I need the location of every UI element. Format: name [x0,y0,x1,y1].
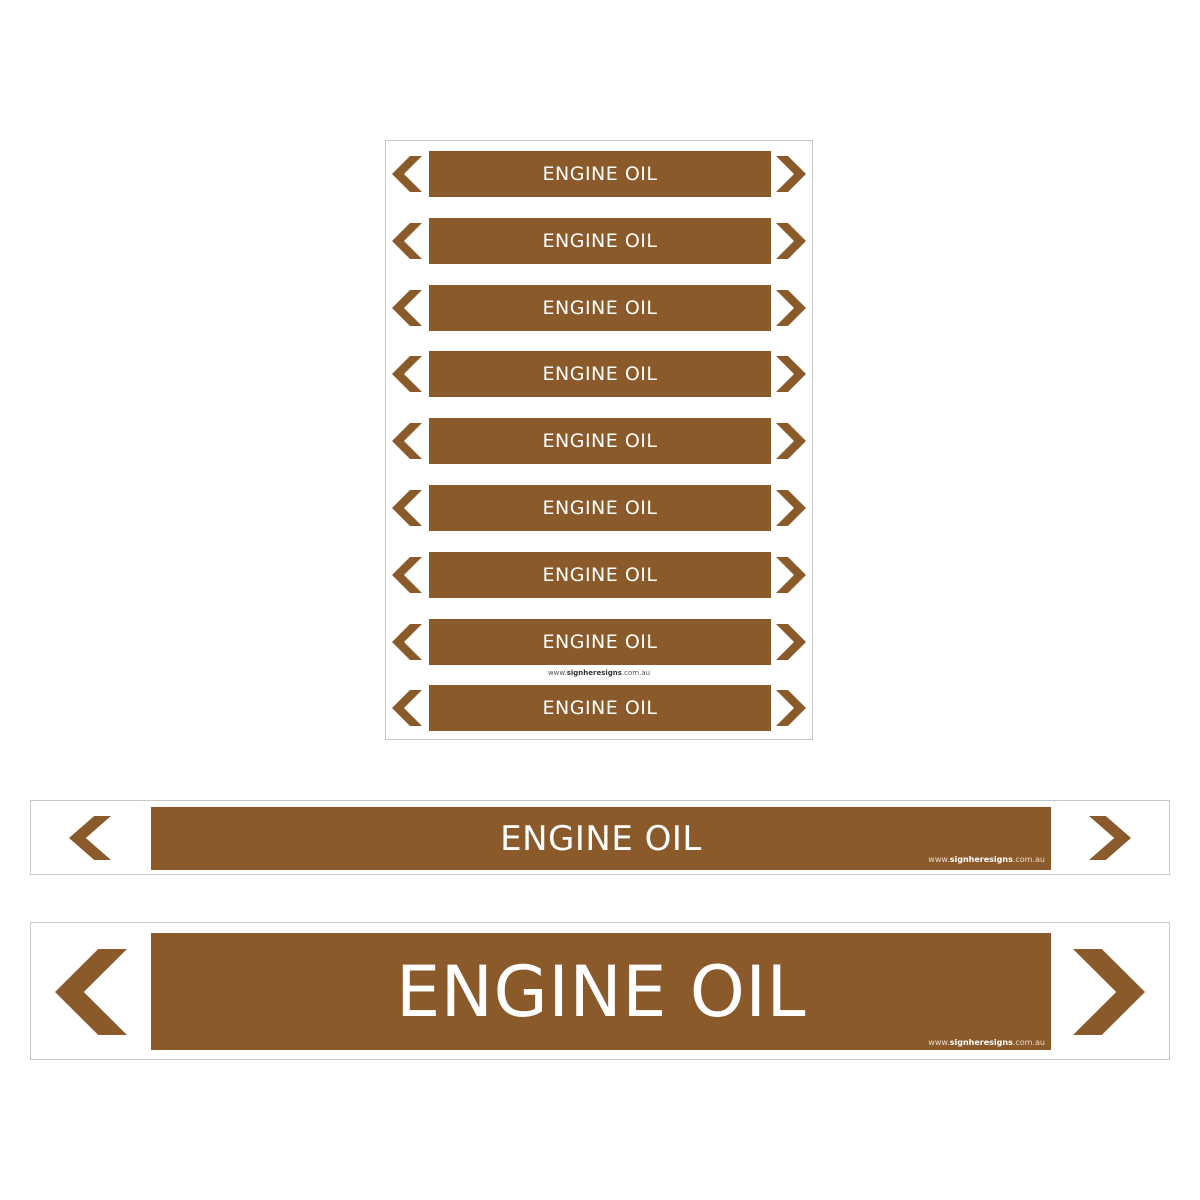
sheet-row-label: ENGINE OIL [429,618,771,665]
chevron-right-icon [776,356,806,393]
sheet-row: ENGINE OIL [386,551,812,598]
sheet-row: ENGINE OIL [386,351,812,398]
chevron-left-icon [392,623,422,660]
chevron-left-icon [392,423,422,460]
chevron-right-icon [776,690,806,727]
pipe-marker-large-url: www.signheresigns.com.au [928,1038,1045,1047]
chevron-right-icon [776,289,806,326]
chevron-right-icon [776,423,806,460]
sheet-website-url: www.signheresigns.com.au [547,669,651,677]
pipe-marker-large: ENGINE OIL www.signheresigns.com.au [30,922,1170,1060]
sheet-row-label: ENGINE OIL [429,351,771,398]
sheet-row-label: ENGINE OIL [429,685,771,732]
chevron-right-icon [776,490,806,526]
chevron-right-icon [776,222,806,259]
chevron-left-icon [55,949,127,1035]
pipe-marker-medium-url: www.signheresigns.com.au [928,855,1045,864]
chevron-left-icon [392,490,422,526]
chevron-right-icon [776,156,806,192]
chevron-left-icon [392,222,422,259]
sheet-row: ENGINE OIL [386,151,812,197]
chevron-left-icon [392,289,422,326]
chevron-right-icon [1089,816,1131,860]
chevron-right-icon [1073,949,1145,1035]
chevron-left-icon [392,356,422,393]
sheet-row-label: ENGINE OIL [429,485,771,531]
sheet-row-label: ENGINE OIL [429,217,771,264]
sheet-row: ENGINE OIL [386,418,812,465]
sheet-row-label: ENGINE OIL [429,418,771,465]
chevron-right-icon [776,623,806,660]
label-sheet: www.signheresigns.com.au ENGINE OIL ENGIN… [385,140,813,740]
sheet-row-label: ENGINE OIL [429,151,771,197]
chevron-left-icon [392,690,422,727]
sheet-row: ENGINE OIL [386,685,812,732]
pipe-marker-medium-label: ENGINE OIL [151,807,1051,870]
chevron-right-icon [776,556,806,593]
sheet-row-label: ENGINE OIL [429,551,771,598]
pipe-marker-large-label: ENGINE OIL [151,933,1051,1050]
sheet-row: ENGINE OIL [386,284,812,331]
pipe-marker-medium: ENGINE OIL www.signheresigns.com.au [30,800,1170,875]
chevron-left-icon [69,816,111,860]
sheet-row: ENGINE OIL [386,485,812,531]
sheet-row: ENGINE OIL [386,217,812,264]
sheet-row-label: ENGINE OIL [429,284,771,331]
sheet-row: ENGINE OIL [386,618,812,665]
chevron-left-icon [392,156,422,192]
chevron-left-icon [392,556,422,593]
